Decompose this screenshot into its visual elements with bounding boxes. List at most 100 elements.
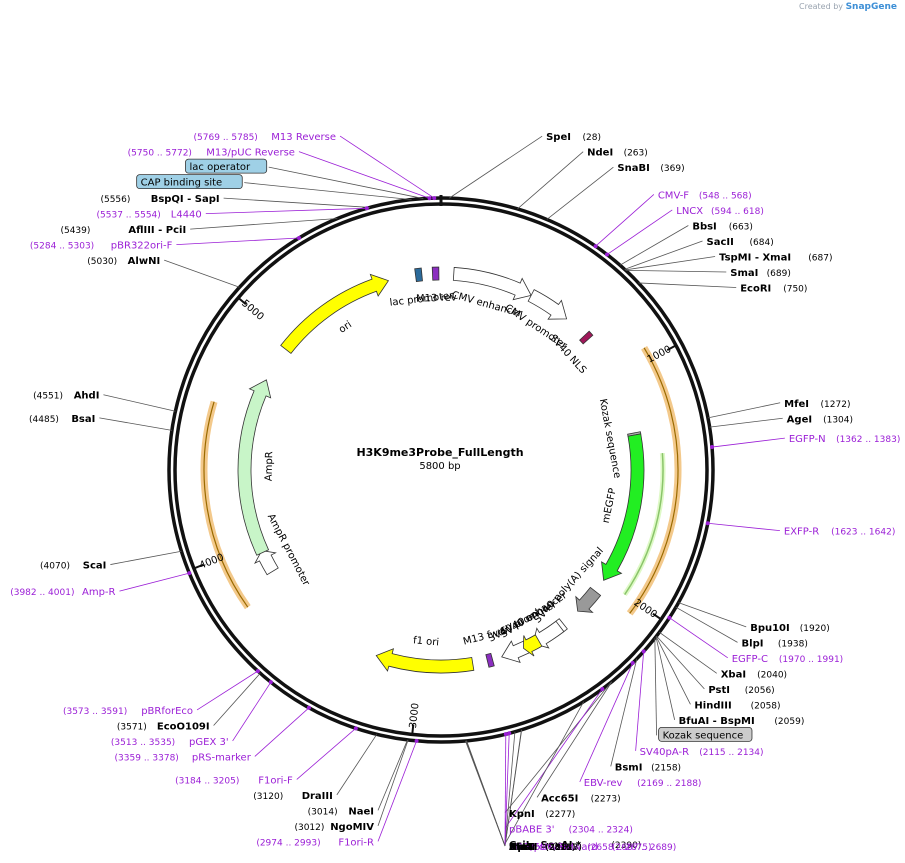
primer-marker (507, 731, 512, 736)
site-smai: SmaI(689) (730, 268, 791, 279)
site-mfei: MfeI(1272) (784, 399, 850, 410)
feature-m13-fwd (485, 652, 495, 668)
leader-line (619, 225, 689, 266)
label-position: (5556) (100, 195, 130, 205)
plasmid-length: 5800 bp (419, 461, 460, 472)
leader-line (296, 728, 357, 780)
label-name: NaeI (348, 806, 374, 817)
primer-exfp-r: EXFP-R(1623 .. 1642) (784, 527, 895, 538)
label-name: Acc65I (541, 793, 578, 804)
label-name: KasI (509, 842, 533, 853)
primer-marker (364, 206, 369, 211)
feature-lac-promoter (414, 267, 423, 283)
site-hindiii: HindIII(2058) (694, 700, 780, 711)
tick-label: 5000 (239, 298, 266, 323)
feature-megfp (601, 433, 645, 581)
leader-line (336, 734, 378, 796)
egfp-orf-band (622, 453, 666, 597)
label-name: KpnI (509, 809, 535, 820)
tick-mark (193, 563, 204, 570)
label-position: (2058) (751, 701, 781, 711)
leader-line (223, 197, 370, 208)
label-name: M13/pUC Forward (509, 842, 598, 853)
feature-box-label: Kozak sequence (663, 730, 744, 741)
leader-line (707, 402, 781, 419)
label-position: (663) (729, 222, 753, 232)
primer-pbr322ori-f: pBR322ori-F(5284 .. 5303) (30, 241, 173, 252)
label-name: PluTI (509, 842, 537, 853)
label-position: (5750 .. 5772) (128, 149, 192, 159)
site-xbai: XbaI(2040) (721, 669, 787, 680)
feature-cmv-promoter (527, 289, 568, 320)
leader-line (103, 394, 176, 412)
label-position: (2813) (545, 843, 575, 853)
label-name: pBABE 3' (509, 824, 555, 835)
orf-arrow (629, 347, 679, 614)
leader-line (268, 166, 424, 199)
label-position: (1623 .. 1642) (831, 528, 895, 538)
site-bbsi: BbsI(663) (692, 221, 753, 232)
leader-line (176, 237, 300, 246)
label-position: (2304 .. 2324) (569, 825, 633, 835)
label-name: LNCX (676, 206, 703, 217)
feature-box (136, 174, 243, 190)
tick-label: 3000 (408, 702, 422, 728)
label-position: (3120) (253, 792, 283, 802)
leader-line (504, 688, 603, 829)
primer-marker (297, 236, 302, 241)
leader-line (546, 166, 614, 220)
tick-mark (237, 297, 247, 306)
label-name: ScaI (83, 561, 107, 572)
label-position: (548 .. 568) (699, 191, 752, 201)
leader-line (709, 417, 783, 428)
label-name: M13 Reverse (271, 132, 336, 143)
site-sacii: SacII(684) (707, 237, 774, 248)
label-position: (28) (583, 133, 601, 143)
site-ecori: EcoRI(750) (740, 283, 807, 294)
primer-marker (600, 687, 605, 692)
label-name: BfuAI - BspMI (679, 716, 755, 727)
primer-f1ori-f: F1ori-F(3184 .. 3205) (175, 775, 293, 786)
label-position: (5284 .. 5303) (30, 242, 94, 252)
feature-box (185, 158, 268, 174)
label-position: (2646) (545, 843, 575, 853)
leader-line (579, 662, 634, 783)
site-alwni: AlwNI(5030) (87, 256, 160, 267)
tick-mark (652, 612, 662, 621)
feature-sv40-nls (579, 330, 594, 345)
boxed-feature-lac-operator: lac operator (185, 158, 268, 174)
label-position: (2059) (774, 717, 804, 727)
leader-line (659, 631, 717, 674)
label-name: SpeI (546, 132, 571, 143)
label-position: (5439) (60, 226, 90, 236)
feature-label-kozak-sequence: Kozak sequence (597, 398, 623, 479)
label-position: (1272) (821, 400, 851, 410)
label-name: SacII (707, 237, 734, 248)
site-agei: AgeI(1304) (787, 414, 853, 425)
label-position: (4551) (33, 392, 63, 402)
label-position: (3184 .. 3205) (175, 776, 239, 786)
leader-line (504, 731, 516, 847)
primer-pbabe-3: pBABE 3' (2304 .. 2324) (509, 824, 633, 835)
leader-line (655, 636, 676, 720)
site-snabi: SnaBI(369) (617, 163, 684, 174)
feature-box-label: CAP binding site (141, 178, 223, 189)
primer-l4440: L4440(5537 .. 5554) (97, 210, 202, 221)
primer-f1ori-r: F1ori-R(2974 .. 2993) (256, 837, 374, 848)
site-ecoo109i: EcoO109I(3571) (117, 721, 210, 732)
primer-ebv-rev: EBV-rev(2169 .. 2188) (584, 778, 702, 789)
label-name: NdeI (587, 148, 613, 159)
site-bsai: BsaI(4485) (29, 414, 95, 425)
label-position: (2667 .. 2689) (612, 843, 676, 853)
label-position: (2277) (545, 810, 575, 820)
primer-marker (641, 649, 646, 654)
label-position: (2115 .. 2134) (699, 748, 763, 758)
label-position: (3359 .. 3378) (115, 753, 179, 763)
primer-egfp-c: EGFP-C(1970 .. 1991) (732, 654, 843, 665)
label-name: AhdI (74, 391, 100, 402)
label-position: (594 .. 618) (711, 207, 764, 217)
leader-line (504, 729, 522, 847)
label-position: (2622) (545, 843, 575, 853)
tick-label: 4000 (198, 552, 226, 572)
label-name: CsiI - SexAI * (509, 840, 582, 851)
